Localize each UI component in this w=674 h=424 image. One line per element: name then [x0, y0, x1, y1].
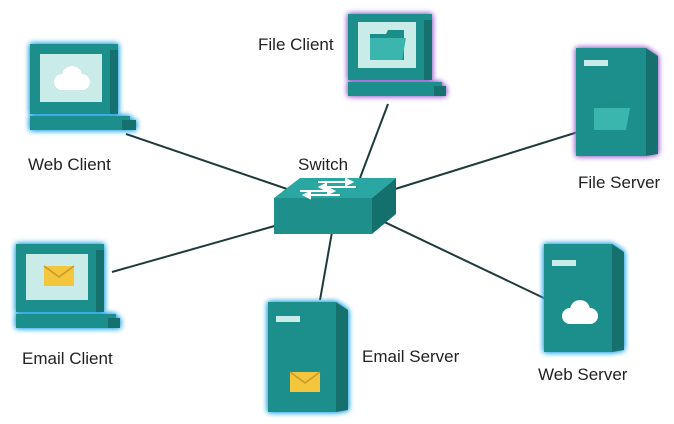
switch-label: Switch	[298, 155, 348, 174]
link-web-client	[125, 133, 291, 191]
file-client-computer[interactable]	[348, 14, 446, 96]
file-server-tower[interactable]	[576, 48, 658, 156]
file-client-label: File Client	[258, 35, 334, 54]
link-email-client	[111, 224, 279, 273]
link-file-server	[391, 131, 579, 191]
folder-icon	[594, 100, 630, 130]
links	[111, 103, 579, 301]
folder-icon	[370, 30, 406, 60]
link-email-server	[319, 231, 333, 301]
email-client-label: Email Client	[22, 349, 113, 368]
file-server-label: File Server	[578, 173, 661, 192]
email-server-tower[interactable]	[268, 302, 348, 412]
switch-icon[interactable]	[274, 177, 396, 234]
cloud-icon	[562, 300, 598, 324]
email-server-label: Email Server	[362, 347, 460, 366]
link-file-client	[359, 103, 389, 179]
web-client-label: Web Client	[28, 155, 111, 174]
envelope-icon	[289, 371, 321, 392]
email-client-computer[interactable]	[16, 244, 120, 328]
envelope-icon	[43, 265, 75, 286]
link-web-server	[375, 217, 549, 301]
web-server-tower[interactable]	[544, 244, 624, 352]
web-client-computer[interactable]	[30, 44, 136, 130]
cloud-icon	[54, 66, 90, 90]
web-server-label: Web Server	[538, 365, 628, 384]
